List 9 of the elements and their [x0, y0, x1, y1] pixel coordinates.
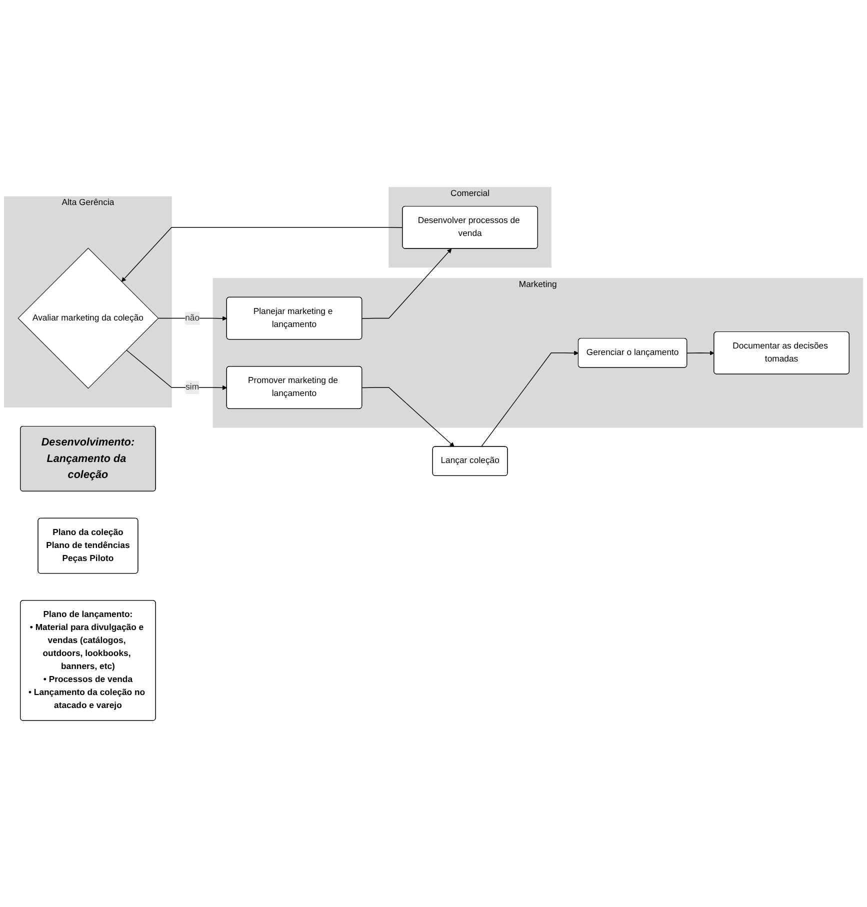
arrow	[362, 386, 454, 447]
node-diamond: Avaliar marketing da coleção	[18, 247, 159, 388]
arrow	[362, 248, 452, 318]
edge-label: não	[185, 312, 200, 322]
edge-label: sim	[186, 382, 200, 392]
arrow	[126, 349, 228, 390]
arrow	[121, 226, 404, 282]
arrow	[480, 350, 579, 447]
arrow	[686, 350, 714, 355]
